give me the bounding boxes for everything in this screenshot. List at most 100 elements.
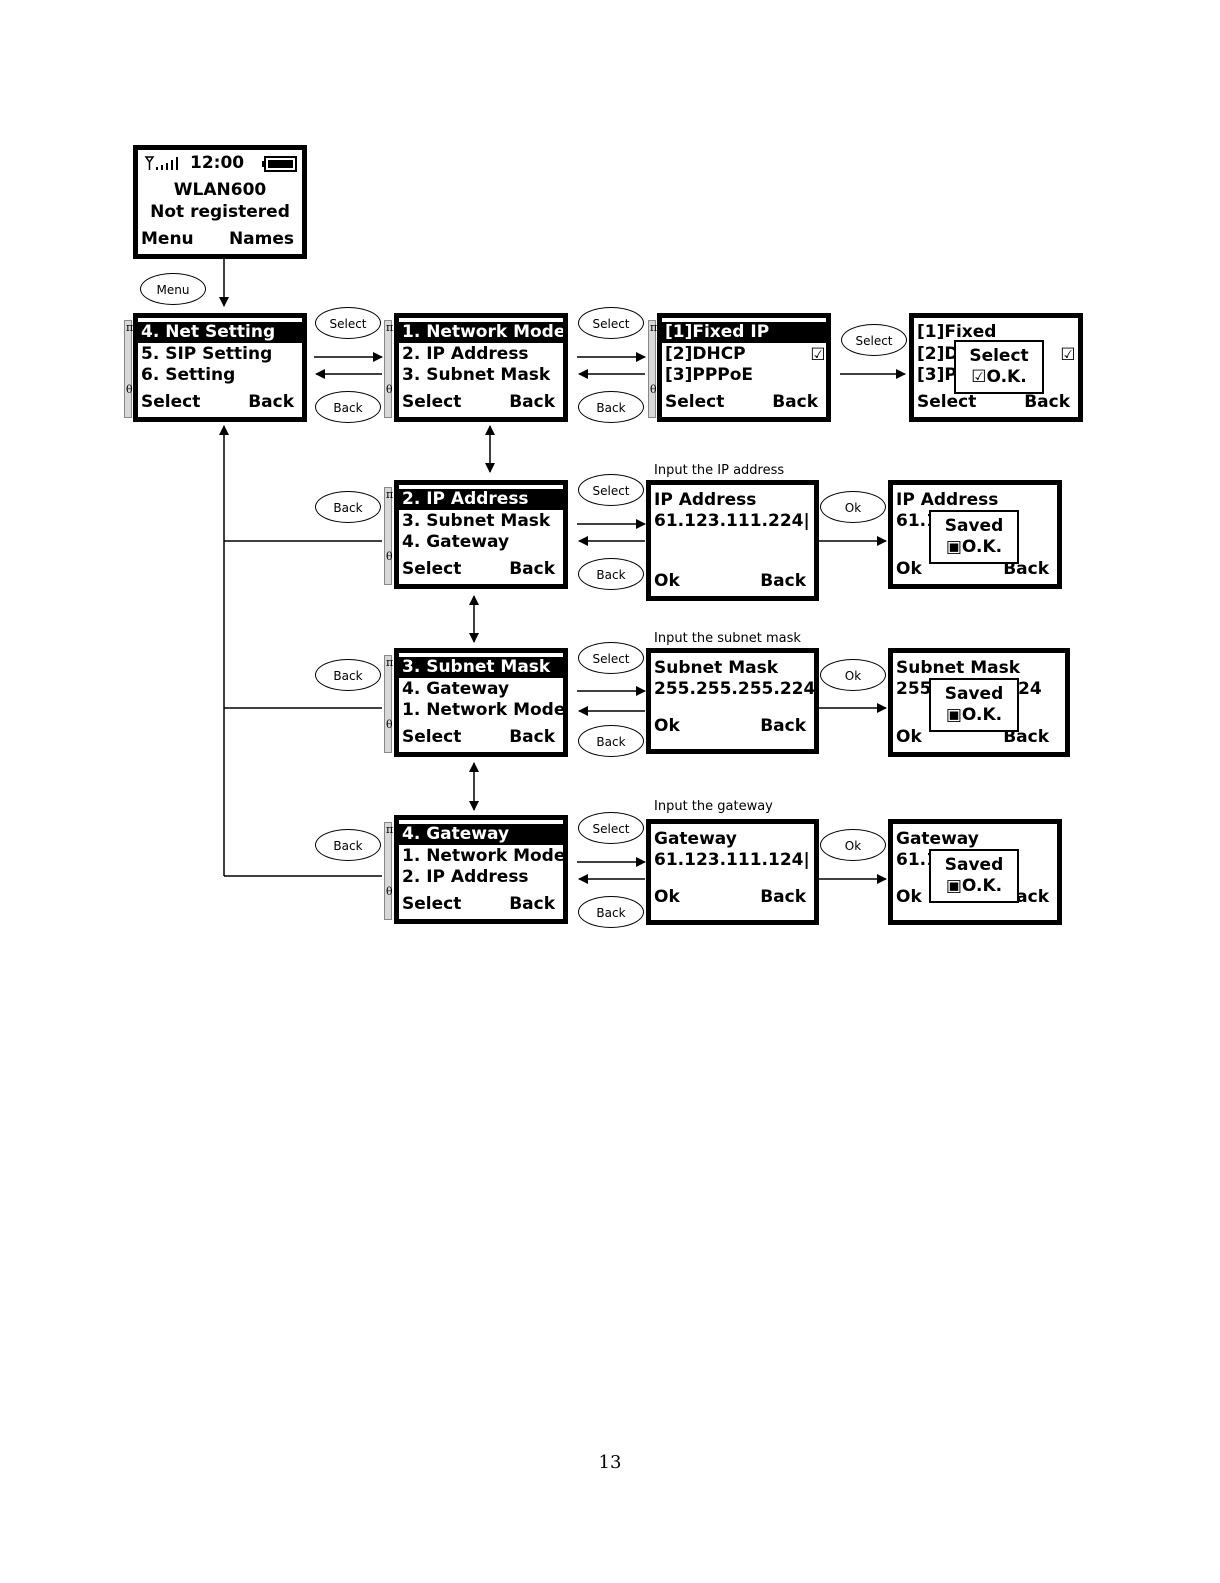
menu-item-subnet-mask[interactable]: 3. Subnet Mask [399,657,563,678]
softkeys: Ok Back [654,715,806,737]
ok-key: Ok [820,491,886,523]
softkey-ok[interactable]: Ok [896,559,922,579]
popup-title: Select [969,346,1029,366]
home-line-2: Not registered [150,202,290,222]
softkey-back[interactable]: Back [509,894,555,914]
option-dhcp[interactable]: [2]DHCP [665,344,746,364]
softkey-ok[interactable]: Ok [654,887,680,907]
softkeys: Ok Back [896,558,1049,580]
softkeys: Ok Back [654,886,806,908]
gateway-input-screen: Gateway 61.123.111.124| Ok Back [646,819,819,925]
scroll-down-symbol: θ [126,383,133,396]
menu-item-ip-address[interactable]: 2. IP Address [402,867,529,887]
ip-address-input[interactable]: 61.123.111.224| [654,511,810,531]
softkey-back[interactable]: Back [1003,727,1049,747]
menu-item-sip-setting[interactable]: 5. SIP Setting [141,344,273,364]
softkey-names[interactable]: Names [228,229,294,249]
menu-item-network-mode[interactable]: 1. Network Mode [402,846,566,866]
select-key: Select [578,307,644,339]
softkey-menu[interactable]: Menu [141,229,194,249]
softkeys: Select Back [402,558,555,580]
softkey-back[interactable]: Back [509,392,555,412]
field-value: 61.1 [896,850,938,870]
softkey-back[interactable]: Back [509,559,555,579]
scroll-up-symbol: π [650,321,658,334]
option-dhcp: [2]D [917,344,959,364]
saved-popup: Saved ▣O.K. [929,510,1019,564]
menu-item-subnet-mask[interactable]: 3. Subnet Mask [402,365,551,385]
softkey-ok[interactable]: Ok [896,727,922,747]
subnet-mask-input[interactable]: 255.255.255.224| [654,679,819,699]
popup-ok-button[interactable]: ☑O.K. [971,367,1027,387]
softkey-ok[interactable]: Ok [654,716,680,736]
softkey-back[interactable]: Back [760,716,806,736]
softkeys: Ok Back [654,570,806,592]
softkey-select[interactable]: Select [665,392,725,412]
softkey-select[interactable]: Select [402,559,462,579]
subnet-mask-input-screen: Subnet Mask 255.255.255.224| Ok Back [646,648,819,754]
softkey-back[interactable]: Back [509,727,555,747]
field-label: Subnet Mask [896,658,1021,678]
menu-item-gateway[interactable]: 4. Gateway [402,679,510,699]
softkey-back[interactable]: Back [248,392,294,412]
saved-popup: Saved ▣O.K. [929,678,1019,732]
back-key: Back [578,558,644,590]
option-fixed-ip[interactable]: [1]Fixed IP [662,322,826,343]
ok-key: Ok [820,659,886,691]
menu-item-setting[interactable]: 6. Setting [141,365,236,385]
menu-item-gateway[interactable]: 4. Gateway [402,532,510,552]
clock: 12:00 [190,153,245,173]
softkey-back[interactable]: Back [760,887,806,907]
softkey-back[interactable]: Back [1003,559,1049,579]
menu-item-network-mode[interactable]: 1. Network Mode [399,322,563,343]
softkey-select[interactable]: Select [402,894,462,914]
menu-item-net-setting[interactable]: 4. Net Setting [138,322,302,343]
popup-ok-button[interactable]: ▣O.K. [945,876,1003,896]
scroll-up-symbol: π [386,656,394,669]
option-pppoe[interactable]: [3]PPPoE [665,365,754,385]
menu-item-network-mode[interactable]: 1. Network Mode [402,700,566,720]
back-key: Back [578,725,644,757]
popup-title: Saved [944,516,1004,536]
scrollbar [384,487,392,585]
select-key: Select [578,642,644,674]
page-number: 13 [598,1452,622,1473]
softkey-select[interactable]: Select [402,392,462,412]
gateway-saved-screen: Gateway 61.1 Ok Back Saved ▣O.K. [888,819,1062,925]
scrollbar [124,320,132,418]
ip-address-input-screen: IP Address 61.123.111.224| Ok Back [646,480,819,601]
softkey-back[interactable]: Back [772,392,818,412]
softkey-back[interactable]: Back [760,571,806,591]
scroll-up-symbol: π [386,488,394,501]
softkey-select[interactable]: Select [917,392,977,412]
caption-input-gateway: Input the gateway [654,799,773,814]
caption-input-subnet: Input the subnet mask [654,631,801,646]
scrollbar [384,320,392,418]
back-key: Back [578,896,644,928]
net-setting-screen-1: 1. Network Mode 2. IP Address 3. Subnet … [394,313,568,422]
back-key: Back [315,829,381,861]
menu-item-subnet-mask[interactable]: 3. Subnet Mask [402,511,551,531]
softkeys: Select Back [917,391,1070,413]
popup-ok-button[interactable]: ▣O.K. [945,537,1003,557]
softkey-ok[interactable]: Ok [896,887,922,907]
net-setting-screen-4: 4. Gateway 1. Network Mode 2. IP Address… [394,815,568,924]
menu-item-gateway[interactable]: 4. Gateway [399,824,563,845]
field-label: Subnet Mask [654,658,779,678]
popup-ok-button[interactable]: ▣O.K. [945,705,1003,725]
network-mode-screen: [1]Fixed IP [2]DHCP [3]PPPoE ☑ Select Ba… [657,313,831,422]
checkbox-checked-icon: ☑ [810,345,826,365]
net-setting-screen-2: 2. IP Address 3. Subnet Mask 4. Gateway … [394,480,568,589]
ok-key: Ok [820,829,886,861]
field-label: Gateway [896,829,979,849]
softkey-select[interactable]: Select [141,392,201,412]
softkey-back[interactable]: Back [1024,392,1070,412]
softkey-select[interactable]: Select [402,727,462,747]
menu-item-ip-address[interactable]: 2. IP Address [402,344,529,364]
confirm-popup: Select ☑O.K. [954,340,1044,394]
gateway-input[interactable]: 61.123.111.124| [654,850,810,870]
softkeys: Menu Names [141,228,294,250]
scrollbar [648,320,656,418]
menu-item-ip-address[interactable]: 2. IP Address [399,489,563,510]
softkey-ok[interactable]: Ok [654,571,680,591]
